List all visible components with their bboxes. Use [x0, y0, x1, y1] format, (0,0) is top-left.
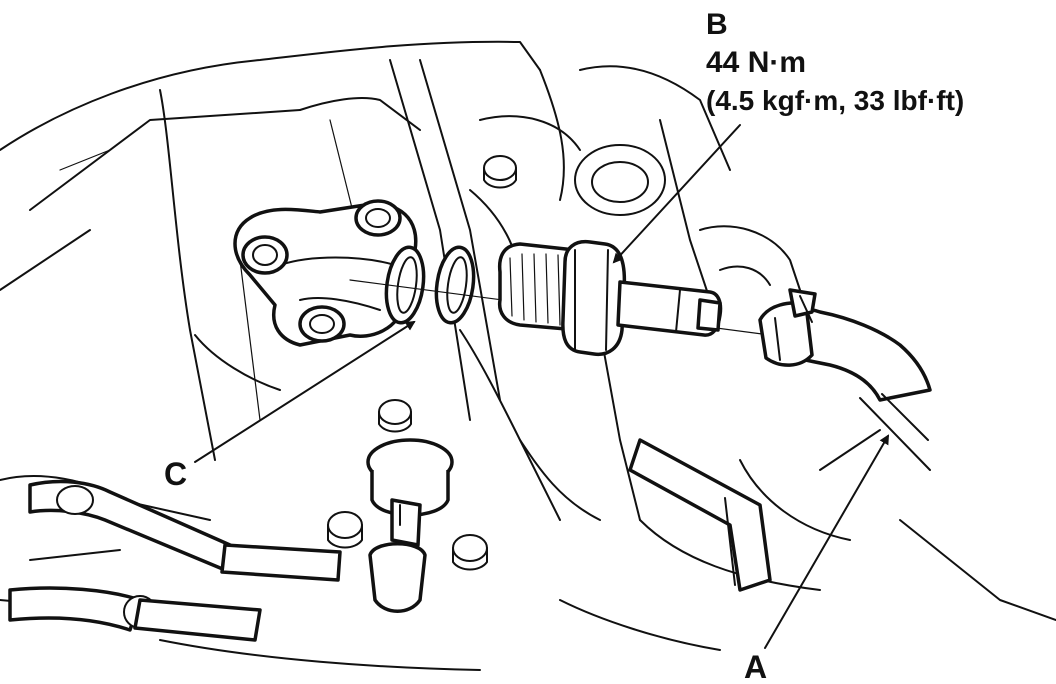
round-boss [574, 144, 666, 216]
leader-line-c [194, 320, 416, 463]
callout-b-torque: 44 N·m [706, 46, 806, 79]
sealing-washer-c [384, 245, 476, 325]
fuel-lines [8, 438, 772, 642]
leader-line-b [612, 124, 741, 264]
pcv-hose-a [758, 288, 932, 471]
pcv-flange [233, 199, 418, 347]
engine-block-outline [0, 40, 1056, 671]
block-bolts [327, 155, 517, 571]
side-housing [699, 225, 801, 291]
pcv-valve-b [497, 239, 723, 357]
fuel-pressure-regulator [366, 438, 454, 613]
callout-c-letter: C [164, 456, 187, 492]
callout-b-letter: B [706, 8, 728, 41]
callout-a-letter: A [744, 649, 767, 684]
leader-line-a [764, 434, 890, 649]
callout-b-torque-alt: (4.5 kgf·m, 33 lbf·ft) [706, 85, 964, 116]
